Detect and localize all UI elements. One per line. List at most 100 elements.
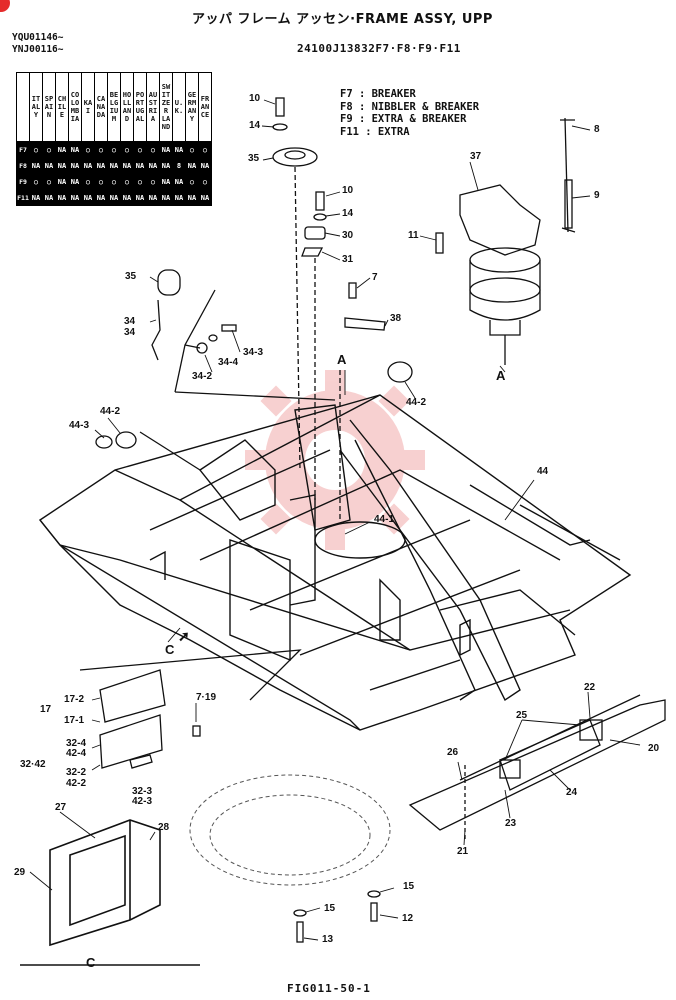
callout-32-3: 32-3 — [132, 786, 153, 797]
table-cell: ○ — [107, 141, 121, 158]
table-cell: NA — [172, 189, 186, 206]
table-cell: ○ — [198, 141, 212, 158]
country-header: AUSTRIA — [146, 72, 160, 142]
legend-item: F11 : EXTRA — [340, 125, 410, 138]
page-title: アッパ フレーム アッセン·FRAME ASSY, UPP — [192, 12, 493, 27]
callout-9: 9 — [594, 190, 600, 201]
callout-24: 24 — [566, 787, 578, 798]
table-cell: NA — [68, 173, 82, 190]
view-label-c: C — [86, 955, 96, 970]
callout-17-2: 17-2 — [64, 694, 85, 705]
legend-item: F7 : BREAKER — [340, 88, 416, 100]
table-cell: ○ — [29, 173, 43, 190]
variant-code: F9 — [16, 173, 30, 190]
callout-13: 13 — [322, 934, 334, 945]
callout-10: 10 — [249, 93, 261, 104]
callout-21: 21 — [457, 846, 469, 857]
legend-item: F8 : NIBBLER & BREAKER — [340, 100, 480, 113]
callout-11: 11 — [408, 230, 419, 241]
table-cell: NA — [68, 189, 82, 206]
swing-bearing-ring — [189, 774, 391, 886]
callout-44-2: 44-2 — [406, 397, 427, 408]
callout-17: 17 — [40, 704, 52, 715]
table-cell: ○ — [94, 141, 108, 158]
callout-37: 37 — [470, 151, 482, 162]
table-cell: NA — [159, 189, 173, 206]
cover-plates — [79, 649, 302, 769]
table-cell: NA — [133, 189, 147, 206]
table-cell: NA — [94, 189, 108, 206]
table-cell: NA — [42, 157, 56, 174]
callout-34-2: 34-2 — [192, 371, 213, 382]
table-cell: NA — [159, 173, 173, 190]
callout-28: 28 — [158, 822, 170, 833]
callout-leaders — [29, 99, 641, 941]
table-cell: NA — [81, 189, 95, 206]
table-cell: NA — [146, 157, 160, 174]
callout-38: 38 — [390, 313, 402, 324]
legend-item: F9 : EXTRA & BREAKER — [340, 113, 467, 125]
callout-20: 20 — [648, 743, 660, 754]
callout-8: 8 — [594, 124, 600, 135]
callout-34-3: 34-3 — [243, 347, 264, 358]
callout-7: 7 — [372, 272, 378, 283]
country-header: FRANCE — [198, 72, 212, 142]
callout-34: 34 — [124, 327, 136, 338]
callout-44-1: 44-1 — [374, 514, 395, 525]
callout-22: 22 — [584, 682, 596, 693]
table-cell: NA — [120, 189, 134, 206]
callout-35: 35 — [248, 153, 260, 164]
serial-range-1: YQU01146~ — [12, 32, 64, 43]
handrail-parts — [95, 269, 413, 471]
corner-marker — [0, 0, 10, 12]
callout-15: 15 — [403, 881, 415, 892]
table-cell: ○ — [146, 141, 160, 158]
view-arrow-icon: ➚ — [178, 628, 190, 644]
table-cell: NA — [172, 141, 186, 158]
table-cell: NA — [42, 189, 56, 206]
callout-42-3: 42-3 — [132, 796, 153, 807]
table-cell: NA — [185, 189, 199, 206]
callout-15: 15 — [324, 903, 336, 914]
table-cell: NA — [55, 173, 69, 190]
callout-42-4: 42-4 — [66, 748, 87, 759]
callout-42-2: 42-2 — [66, 778, 87, 789]
callout-14: 14 — [342, 208, 354, 219]
table-header-row: ITALY SPAIN CHILE COLOMBIA KAI CANADA BE… — [16, 72, 212, 142]
callout-10: 10 — [342, 185, 354, 196]
table-cell: NA — [198, 157, 212, 174]
callout-27: 27 — [55, 802, 67, 813]
upper-frame-drawing — [38, 394, 632, 731]
detail-c-part — [20, 819, 200, 966]
table-cell: ○ — [94, 173, 108, 190]
table-cell: NA — [172, 173, 186, 190]
watermark-logo — [245, 370, 425, 550]
callout-32-4: 32-4 — [66, 738, 87, 749]
swing-motor-assembly — [435, 117, 576, 365]
callout-31: 31 — [342, 254, 354, 265]
callout-44: 44 — [537, 466, 549, 477]
callout-32-2: 32-2 — [66, 767, 87, 778]
counterweight-rails — [408, 694, 666, 840]
callout-44-3: 44-3 — [69, 420, 90, 431]
table-cell: ○ — [81, 173, 95, 190]
table-cell: ○ — [107, 173, 121, 190]
table-cell: ○ — [42, 141, 56, 158]
callout-34: 34 — [124, 316, 136, 327]
callout-7-19: 7·19 — [196, 692, 217, 703]
view-marker-a: A — [337, 352, 347, 367]
callout-29: 29 — [14, 867, 26, 878]
callout-32-42: 32·42 — [20, 759, 46, 770]
callout-14: 14 — [249, 120, 261, 131]
table-cell: NA — [185, 157, 199, 174]
table-cell: NA — [55, 141, 69, 158]
callout-26: 26 — [447, 747, 459, 758]
callout-23: 23 — [505, 818, 517, 829]
callout-44-2: 44-2 — [100, 406, 121, 417]
callout-12: 12 — [402, 913, 414, 924]
